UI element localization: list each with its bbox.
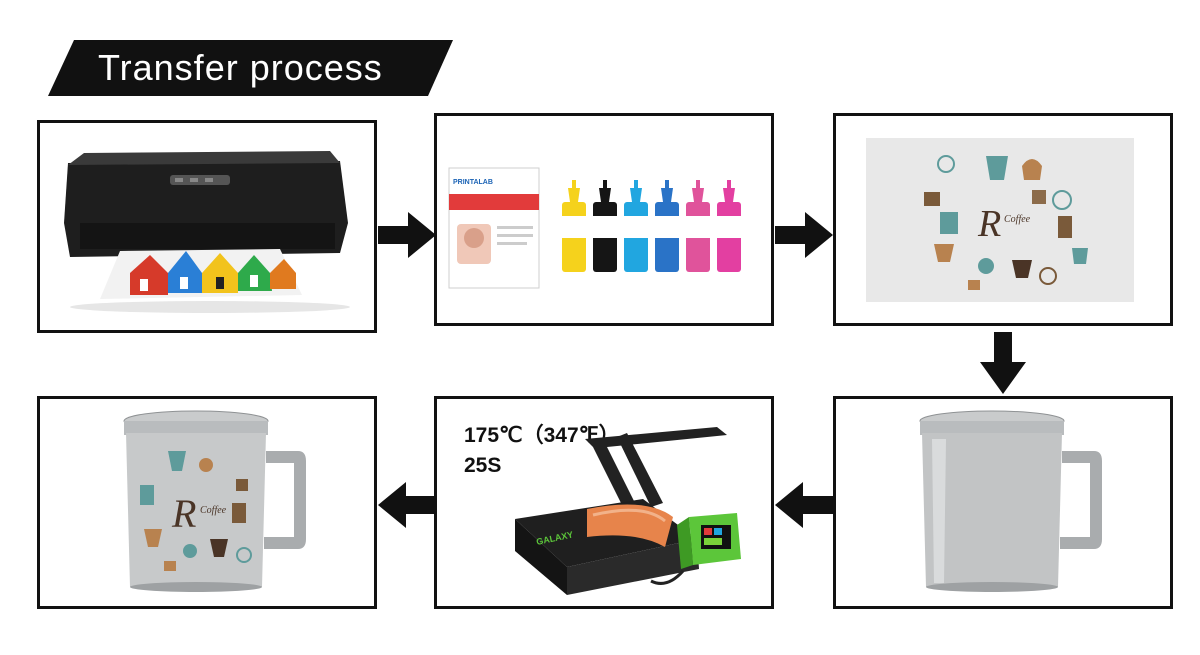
mug-design-word: Coffee [200,505,227,516]
arrow-right-icon [378,212,436,258]
design-monogram: R [977,203,1001,245]
blank-mug-icon [836,399,1170,606]
step-finished-mug: R Coffee [37,396,377,609]
mug-monogram: R [171,491,196,536]
heat-press-icon: GALAXY [437,399,771,606]
arrow-right-icon [775,212,833,258]
paper-brand: PRINTALAB [453,179,493,186]
arrow-left-icon [775,482,833,528]
arrow-down-icon [980,332,1026,394]
step-blank-mug [833,396,1173,609]
printed-mug-icon: R Coffee [40,399,374,606]
step-heat-press: 175℃（347℉） 25S GALAXY [434,396,774,609]
step-print [37,120,377,333]
step-design: R Coffee [833,113,1173,326]
process-title: Transfer process [98,47,383,88]
printer-icon [40,123,374,330]
process-title-banner: Transfer process [48,40,453,96]
paper-and-ink-icon: PRINTALAB [437,116,771,323]
coffee-design-icon: R Coffee [836,116,1170,323]
design-word: Coffee [1004,214,1031,225]
arrow-left-icon [378,482,436,528]
ink-bottles [562,180,741,272]
step-supplies: PRINTALAB [434,113,774,326]
